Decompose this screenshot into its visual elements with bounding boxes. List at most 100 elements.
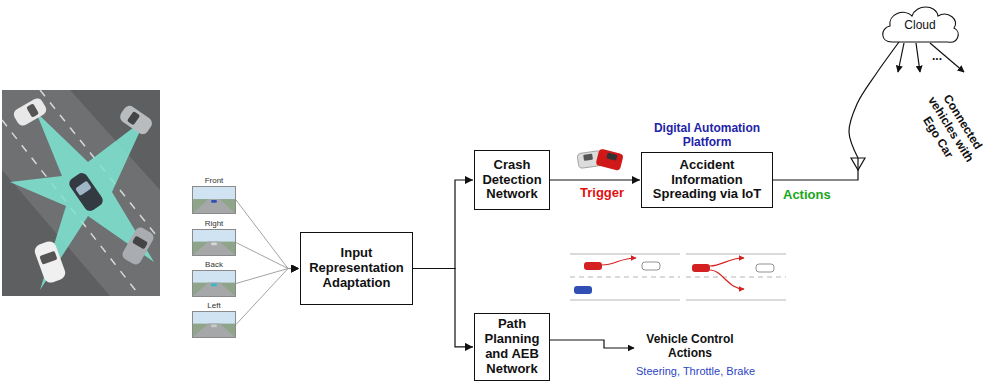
sensor-scene-illustration bbox=[120, 225, 155, 266]
broadcast-arrows bbox=[916, 43, 920, 72]
camera-image bbox=[192, 229, 236, 256]
sensor-scene-illustration bbox=[33, 239, 67, 284]
crash-picture bbox=[595, 148, 623, 171]
output-label: Vehicle Control Actions bbox=[638, 332, 742, 361]
box-label: Input Representation Adaptation bbox=[306, 246, 407, 291]
output-label: ... bbox=[927, 49, 947, 63]
camera-thumbnail bbox=[193, 312, 235, 324]
cloud-label: Cloud bbox=[904, 15, 935, 33]
camera-thumbnail bbox=[193, 187, 235, 213]
sensor-scene-illustration bbox=[118, 103, 155, 136]
lane-change-sketch bbox=[584, 262, 602, 270]
view-label: Front bbox=[192, 175, 236, 186]
camera-image bbox=[192, 311, 236, 338]
sensor-scene-illustration bbox=[118, 103, 155, 136]
broadcast-arrows bbox=[898, 43, 964, 72]
camera-thumbnail bbox=[193, 230, 235, 255]
sensor-scene-illustration bbox=[120, 225, 155, 266]
camera-thumbnail bbox=[193, 242, 235, 255]
crash-picture bbox=[606, 152, 617, 160]
camera-thumbnail bbox=[193, 187, 235, 199]
camera-thumbnail bbox=[193, 324, 235, 337]
camera-view: Right bbox=[192, 218, 236, 256]
sensor-scene-illustration bbox=[2, 90, 160, 296]
flow-arrow bbox=[413, 269, 473, 347]
cloud-node: Cloud bbox=[878, 2, 962, 46]
camera-image bbox=[192, 186, 236, 214]
lane-change-sketch bbox=[570, 276, 680, 277]
sensor-scene-illustration bbox=[2, 90, 160, 296]
lane-change-sketch bbox=[570, 254, 786, 300]
camera-view: Left bbox=[192, 300, 236, 338]
broadcast-arrows bbox=[898, 43, 904, 72]
camera-thumbnail bbox=[211, 243, 217, 246]
camera-feed-line bbox=[236, 200, 299, 269]
edge-label: Trigger bbox=[578, 185, 626, 200]
process-box: Input Representation Adaptation bbox=[300, 232, 413, 305]
crash-picture bbox=[577, 148, 624, 171]
flow-arrow bbox=[773, 42, 899, 180]
sensor-scene-illustration bbox=[67, 171, 105, 214]
lane-change-sketch bbox=[570, 253, 680, 254]
camera-thumbnail bbox=[193, 230, 235, 242]
camera-thumbnail bbox=[211, 284, 217, 287]
sensor-scene-illustration bbox=[26, 103, 39, 117]
process-box: Crash Detection Network bbox=[474, 150, 550, 210]
lane-change-sketch bbox=[602, 258, 636, 265]
camera-image bbox=[192, 270, 236, 297]
rotated-note: Connected vehicles with Ego Car bbox=[907, 78, 994, 181]
lane-change-sketch bbox=[710, 270, 744, 289]
platform-block: Digital Automation PlatformAccident Info… bbox=[641, 118, 773, 208]
camera-thumbnail bbox=[193, 271, 235, 296]
camera-feed-line bbox=[236, 269, 299, 325]
camera-thumbnail bbox=[193, 312, 235, 337]
sensor-scene-illustration bbox=[12, 96, 49, 128]
box-label: Path Planning and AEB Network bbox=[480, 317, 544, 377]
box-label: Accident Information Spreading via IoT bbox=[647, 158, 767, 203]
camera-view: Front bbox=[192, 175, 236, 214]
camera-thumbnail bbox=[193, 283, 235, 296]
sensor-scene-illustration bbox=[75, 181, 92, 196]
lane-change-sketch bbox=[574, 286, 592, 294]
camera-thumbnail bbox=[193, 324, 235, 337]
camera-thumbnail bbox=[193, 271, 235, 283]
sensor-scene-illustration bbox=[33, 239, 67, 284]
control-output-arrow bbox=[550, 340, 634, 348]
camera-thumbnail bbox=[193, 199, 235, 213]
camera-thumbnail bbox=[193, 199, 235, 213]
lane-change-sketch bbox=[570, 299, 680, 300]
box-label: Crash Detection Network bbox=[480, 158, 544, 203]
crash-picture bbox=[583, 154, 593, 161]
lane-change-sketch bbox=[686, 276, 786, 277]
sensor-scene-illustration bbox=[12, 96, 49, 128]
camera-feed-line bbox=[236, 269, 299, 284]
lane-change-sketch bbox=[756, 264, 774, 272]
process-box: Path Planning and AEB Network bbox=[474, 313, 550, 381]
sensor-scene-illustration bbox=[127, 111, 140, 125]
lane-change-sketch bbox=[710, 258, 744, 266]
sensor-scene-illustration bbox=[39, 251, 57, 265]
camera-thumbnail bbox=[193, 283, 235, 296]
camera-thumbnail bbox=[211, 200, 217, 203]
camera-feed-line bbox=[236, 243, 299, 269]
view-label: Left bbox=[192, 300, 236, 311]
lane-change-sketch bbox=[686, 253, 786, 254]
process-box: Accident Information Spreading via IoT bbox=[641, 152, 773, 208]
lane-change-sketch bbox=[642, 262, 660, 270]
view-label: Right bbox=[192, 218, 236, 229]
crash-picture bbox=[595, 148, 623, 171]
camera-thumbnail bbox=[211, 325, 217, 328]
sensor-scene-illustration bbox=[2, 90, 160, 296]
cloud-shape bbox=[883, 7, 959, 42]
platform-heading: Digital Automation Platform bbox=[641, 118, 773, 152]
sensor-scene-illustration bbox=[67, 171, 105, 214]
view-label: Back bbox=[192, 259, 236, 270]
lane-change-sketch bbox=[692, 264, 710, 272]
sensor-scene-illustration bbox=[132, 236, 148, 250]
camera-thumbnail bbox=[193, 242, 235, 255]
lane-change-sketch bbox=[686, 299, 786, 300]
output-label: Steering, Throttle, Brake bbox=[636, 365, 796, 378]
